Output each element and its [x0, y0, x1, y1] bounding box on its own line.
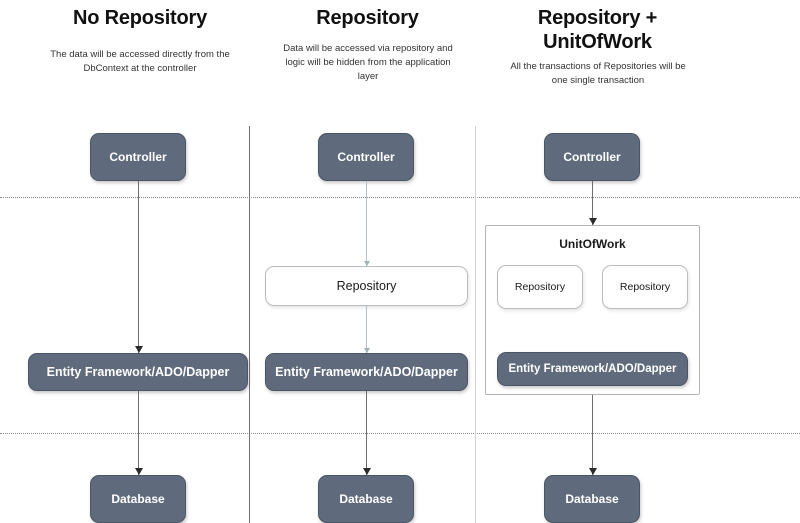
connector-line	[138, 391, 139, 475]
node-label: Controller	[109, 150, 167, 164]
connector-line	[592, 181, 593, 225]
node-repository-col2[interactable]: Repository	[265, 266, 468, 306]
node-data-access-col3[interactable]: Entity Framework/ADO/Dapper	[497, 352, 688, 386]
node-database-col3[interactable]: Database	[544, 475, 640, 523]
connector-line	[366, 306, 367, 353]
column-title-repository-unitofwork: Repository + UnitOfWork	[537, 7, 658, 53]
arrowhead-icon	[588, 468, 597, 475]
node-label: Repository	[514, 281, 566, 293]
column-title-no-repository: No Repository	[72, 7, 208, 29]
layer-separator-top	[0, 197, 800, 198]
node-label: Database	[565, 492, 619, 506]
node-label: Database	[339, 492, 393, 506]
column-divider-right	[475, 126, 476, 523]
group-unitofwork-label: UnitOfWork	[559, 237, 626, 251]
arrowhead-icon	[134, 346, 143, 353]
node-label: Entity Framework/ADO/Dapper	[275, 365, 458, 379]
column-subtitle-repository-unitofwork: All the transactions of Repositories wil…	[510, 61, 686, 86]
node-label: Repository	[336, 279, 397, 293]
arrowhead-icon	[362, 468, 371, 475]
layer-separator-bottom	[0, 433, 800, 434]
node-label: Database	[111, 492, 165, 506]
node-label: Repository	[619, 281, 671, 293]
node-data-access-col1[interactable]: Entity Framework/ADO/Dapper	[28, 353, 248, 391]
node-repository-left-col3[interactable]: Repository	[497, 265, 583, 309]
node-database-col1[interactable]: Database	[90, 475, 186, 523]
arrowhead-icon	[363, 348, 370, 353]
arrowhead-icon	[134, 468, 143, 475]
node-repository-right-col3[interactable]: Repository	[602, 265, 688, 309]
column-subtitle-no-repository: The data will be accessed directly from …	[50, 49, 230, 74]
node-label: Controller	[563, 150, 621, 164]
node-database-col2[interactable]: Database	[318, 475, 414, 523]
arrowhead-icon	[363, 261, 370, 266]
node-label: Controller	[337, 150, 395, 164]
arrowhead-icon	[588, 218, 597, 225]
connector-line	[138, 181, 139, 353]
column-title-repository: Repository	[316, 7, 419, 29]
node-controller-col1[interactable]: Controller	[90, 133, 186, 181]
node-label: Entity Framework/ADO/Dapper	[508, 363, 677, 375]
connector-line	[592, 395, 593, 475]
column-subtitle-repository: Data will be accessed via repository and…	[283, 43, 453, 82]
node-data-access-col2[interactable]: Entity Framework/ADO/Dapper	[265, 353, 468, 391]
node-controller-col2[interactable]: Controller	[318, 133, 414, 181]
column-divider-left	[249, 126, 250, 523]
connector-line	[366, 181, 367, 266]
connector-line	[366, 391, 367, 475]
node-label: Entity Framework/ADO/Dapper	[46, 365, 230, 379]
node-controller-col3[interactable]: Controller	[544, 133, 640, 181]
